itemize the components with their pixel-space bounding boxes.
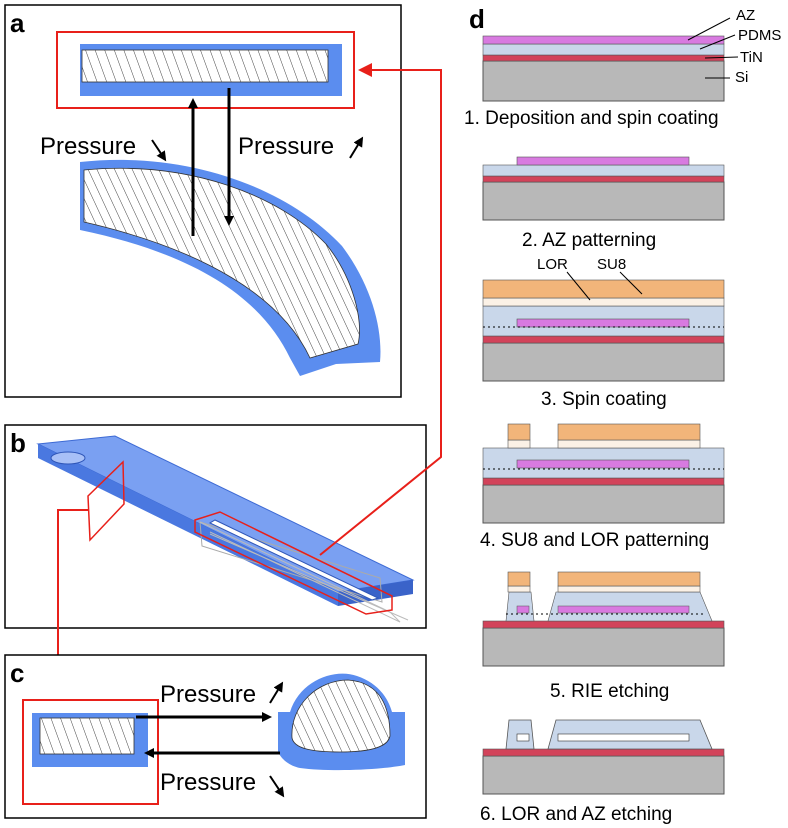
inflated-channel-lumen — [291, 679, 391, 753]
label-si: Si — [735, 69, 748, 86]
step-2-stack — [482, 156, 725, 221]
step-1-caption: 1. Deposition and spin coating — [464, 108, 719, 129]
label-pdms: PDMS — [738, 27, 781, 44]
step-2-caption: 2. AZ patterning — [522, 230, 656, 251]
panel-d: d AZ PDMS TiN Si 1. Deposition and spin … — [464, 4, 781, 825]
cross-section-plane — [87, 460, 125, 542]
label-az: AZ — [736, 7, 755, 24]
inlet-port — [50, 451, 86, 465]
panel-c-label: c — [10, 658, 24, 688]
panel-b: b — [4, 424, 427, 629]
step-5-caption: 5. RIE etching — [550, 681, 669, 702]
pressure-increase-icon — [349, 136, 364, 159]
pressure-label-left: Pressure — [40, 133, 136, 160]
bent-channel-lumen — [83, 167, 360, 359]
pressure-label-bottom: Pressure — [160, 769, 256, 796]
panel-c: c Pressure Pressure — [4, 654, 427, 819]
step-1-stack — [482, 35, 725, 102]
step-3-caption: 3. Spin coating — [541, 389, 667, 410]
step-4-caption: 4. SU8 and LOR patterning — [480, 530, 709, 551]
pressure-label-right: Pressure — [238, 133, 334, 160]
step-6-caption: 6. LOR and AZ etching — [480, 804, 672, 825]
panel-a: a Pressure Pressure — [4, 4, 402, 398]
channel-highlight-outline — [194, 511, 393, 615]
panel-b-label: b — [10, 428, 26, 458]
device-transparent-region — [199, 521, 383, 603]
step-6-stack — [482, 719, 725, 795]
label-lor: LOR — [537, 256, 568, 273]
pressure-label-top: Pressure — [160, 681, 256, 708]
connector-b-to-c — [51, 509, 88, 696]
panel-a-label: a — [10, 8, 25, 38]
pressure-decrease-icon — [151, 139, 167, 162]
step-3-stack: LOR SU8 — [482, 256, 725, 382]
channel-cross-section-highlight — [56, 31, 355, 109]
step-4-stack — [482, 423, 725, 524]
step-5-stack — [482, 571, 725, 667]
panel-d-label: d — [469, 4, 485, 34]
label-tin: TiN — [740, 49, 763, 66]
connector-b-to-a — [319, 63, 442, 556]
pressure-decrease-icon-c — [269, 775, 285, 798]
channel-strip — [208, 519, 380, 601]
pressure-increase-icon-c — [269, 681, 284, 704]
flat-channel-lumen-c — [39, 717, 135, 755]
label-su8: SU8 — [597, 256, 626, 273]
layer-callouts: AZ PDMS TiN Si — [687, 7, 781, 86]
flat-channel-lumen — [81, 49, 329, 83]
device-end-face — [338, 580, 413, 606]
